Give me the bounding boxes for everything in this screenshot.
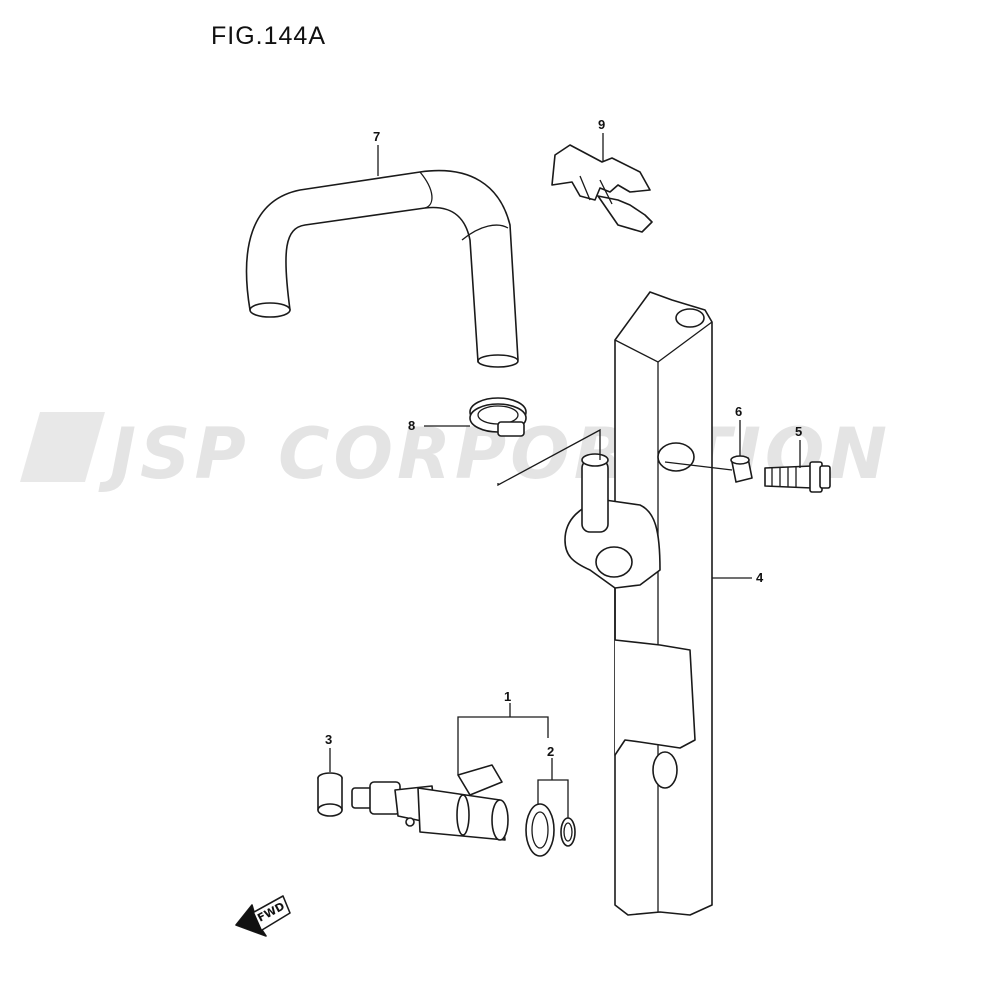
part-8-clamp[interactable] [469,397,527,437]
callout-labels: 1 2 3 4 5 6 7 8 9 [325,117,802,759]
part-7-hose[interactable] [245,169,519,368]
part-3-cushion[interactable] [317,772,343,817]
callout-1[interactable]: 1 [504,689,511,704]
callout-6[interactable]: 6 [735,404,742,419]
part-1-injector[interactable] [351,764,509,841]
leader-lines [329,133,801,818]
callout-4[interactable]: 4 [756,570,764,585]
callout-9[interactable]: 9 [598,117,605,132]
part-5-bolt[interactable] [764,461,831,493]
callout-3[interactable]: 3 [325,732,332,747]
callout-7[interactable]: 7 [373,129,380,144]
callout-5[interactable]: 5 [795,424,802,439]
fwd-arrow: FWD [235,895,291,937]
callout-2[interactable]: 2 [547,744,554,759]
part-9-clip[interactable] [551,144,653,233]
part-4-fuel-rail[interactable] [564,291,713,916]
watermark: JSP CORPORATION [20,412,887,495]
figure-title: FIG.144A [211,22,326,50]
part-2-o-rings[interactable] [525,803,576,857]
callout-8[interactable]: 8 [408,418,415,433]
